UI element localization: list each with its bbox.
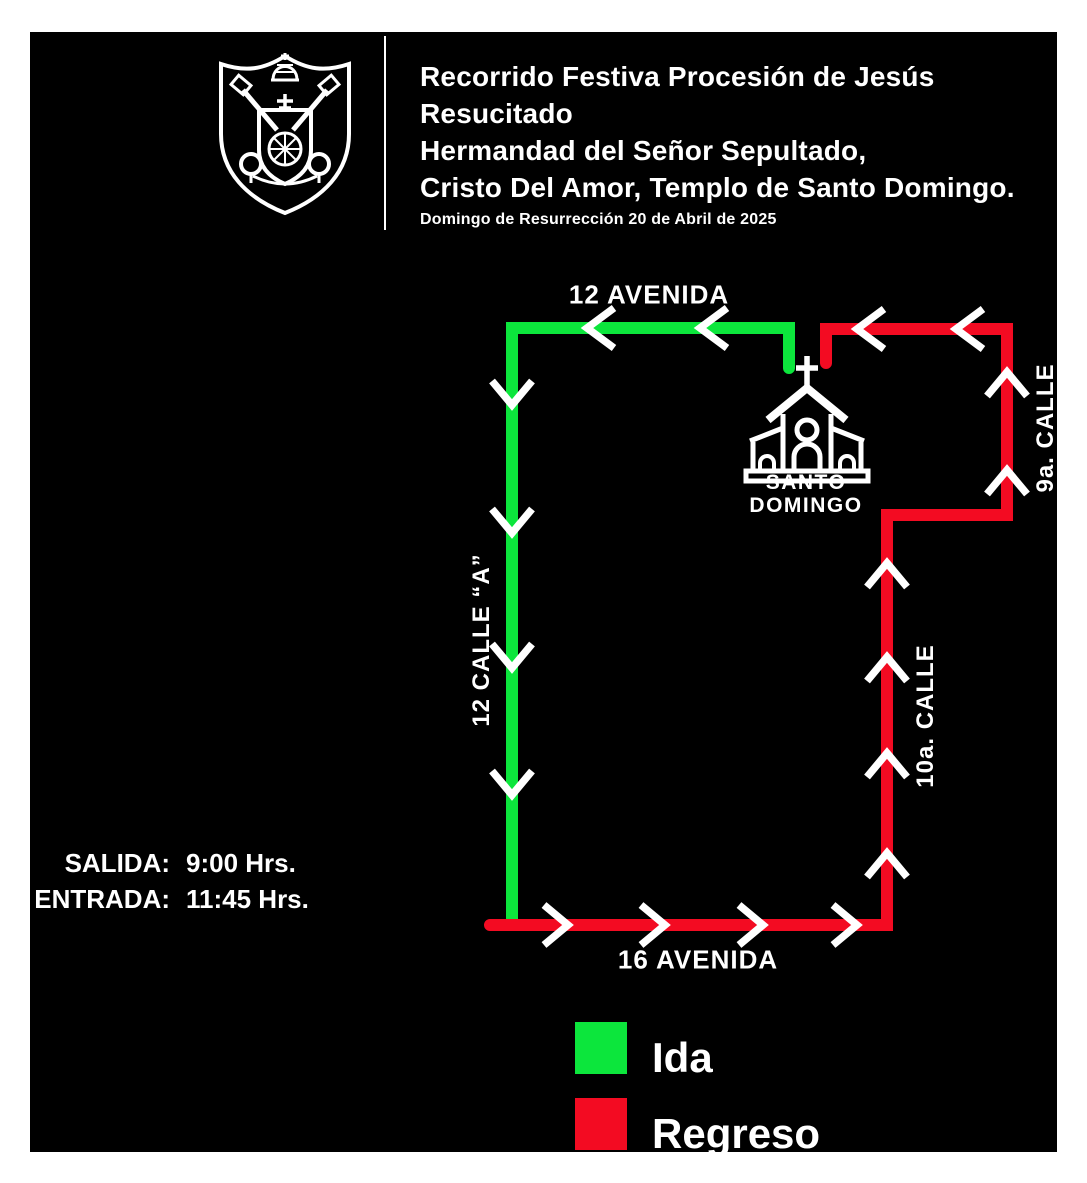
street-label-9a-calle: 9a. CALLE <box>1032 363 1059 493</box>
street-label-10a-calle: 10a. CALLE <box>912 644 939 788</box>
poster-subtitle-date: Domingo de Resurrección 20 de Abril de 2… <box>420 211 777 228</box>
church-name-line1: SANTO <box>765 471 847 494</box>
street-label-12-avenida: 12 AVENIDA <box>568 279 730 310</box>
poster-title-line3: Cristo Del Amor, Templo de Santo Domingo… <box>420 172 1015 203</box>
poster-title-line2: Hermandad del Señor Sepultado, <box>420 135 867 166</box>
salida-label: SALIDA: <box>64 848 170 878</box>
street-label-12-calle-a: 12 CALLE “A” <box>468 553 495 727</box>
legend-swatch-regreso <box>575 1098 627 1150</box>
legend-label-regreso: Regreso <box>652 1110 821 1157</box>
church-name-line2: DOMINGO <box>749 494 863 517</box>
salida-time: 9:00 Hrs. <box>186 848 296 878</box>
legend-label-ida: Ida <box>652 1034 713 1081</box>
entrada-label: ENTRADA: <box>34 884 170 914</box>
legend-swatch-ida <box>575 1022 627 1074</box>
entrada-time: 11:45 Hrs. <box>186 884 309 914</box>
header-divider <box>384 36 386 230</box>
schedule-block: SALIDA: 9:00 Hrs. ENTRADA: 11:45 Hrs. <box>28 846 309 917</box>
street-label-16-avenida: 16 AVENIDA <box>617 944 779 975</box>
poster-title-line1: Recorrido Festiva Procesión de Jesús Res… <box>420 61 935 129</box>
header-title-block: Recorrido Festiva Procesión de Jesús Res… <box>420 58 1087 229</box>
hermandad-crest-icon <box>219 53 351 216</box>
